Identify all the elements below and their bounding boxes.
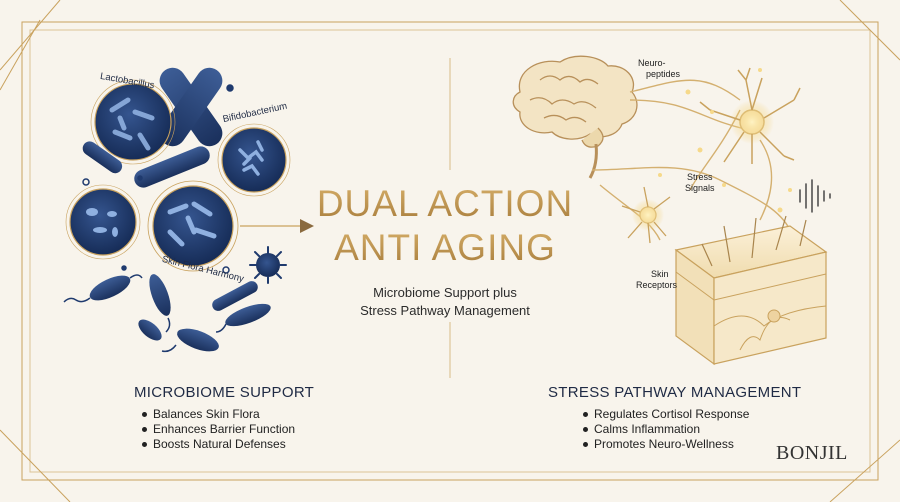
neuron-small: [621, 186, 671, 244]
round-cell-left: [65, 184, 141, 260]
neuropeptides-label-line2: peptides: [646, 69, 681, 79]
title-line-2: ANTI AGING: [300, 226, 590, 270]
subtitle-line-2: Stress Pathway Management: [360, 303, 530, 318]
skin-flora-cell: [147, 180, 239, 272]
bifidobacterium-label: Bifidobacterium: [222, 101, 288, 125]
stress-bullet: Promotes Neuro-Wellness: [581, 437, 749, 452]
subtitle-line-1: Microbiome Support plus: [373, 285, 517, 300]
title-line-1: DUAL ACTION: [300, 182, 590, 226]
microbiome-bullet: Enhances Barrier Function: [140, 422, 295, 437]
flagellated-bacteria: [63, 274, 271, 353]
spiky-microbe: [249, 246, 287, 284]
stress-pathway-illustration: Neuro- peptides Stress Signals Skin Rece…: [512, 55, 831, 366]
arrow-to-title: [240, 219, 314, 233]
small-dots: [82, 84, 234, 274]
neuron-large: [699, 67, 801, 164]
stress-bullet: Calms Inflammation: [581, 422, 749, 437]
microbiome-illustration: Lactobacillus Bifidobacterium Skin Flora…: [63, 67, 314, 353]
microbiome-bullets: Balances Skin Flora Enhances Barrier Fun…: [140, 407, 295, 452]
subtitle: Microbiome Support plus Stress Pathway M…: [300, 284, 590, 320]
neuropeptides-label-line1: Neuro-: [638, 58, 666, 68]
x-bacteria: [159, 67, 223, 147]
brain: [512, 55, 638, 179]
stress-signals-label-line2: Signals: [685, 183, 715, 193]
stress-signals-label-line1: Stress: [687, 172, 713, 182]
skin-cross-section: [674, 215, 828, 366]
microbiome-heading: MICROBIOME SUPPORT: [134, 384, 315, 401]
stress-bullets: Regulates Cortisol Response Calms Inflam…: [581, 407, 749, 452]
microbiome-bullet: Balances Skin Flora: [140, 407, 295, 422]
stress-bullet: Regulates Cortisol Response: [581, 407, 749, 422]
lactobacillus-cell: [90, 79, 176, 165]
signal-wave-icon: [799, 179, 831, 213]
title-block: DUAL ACTION ANTI AGING Microbiome Suppor…: [300, 182, 590, 320]
skin-receptors-label-line2: Receptors: [636, 280, 678, 290]
brand-logo: BONJIL: [776, 442, 848, 464]
bifidobacterium-cell: [217, 123, 291, 197]
skin-receptors-label-line1: Skin: [651, 269, 669, 279]
microbiome-bullet: Boosts Natural Defenses: [140, 437, 295, 452]
rod-bacteria: [82, 141, 210, 188]
stress-heading: STRESS PATHWAY MANAGEMENT: [548, 384, 802, 401]
